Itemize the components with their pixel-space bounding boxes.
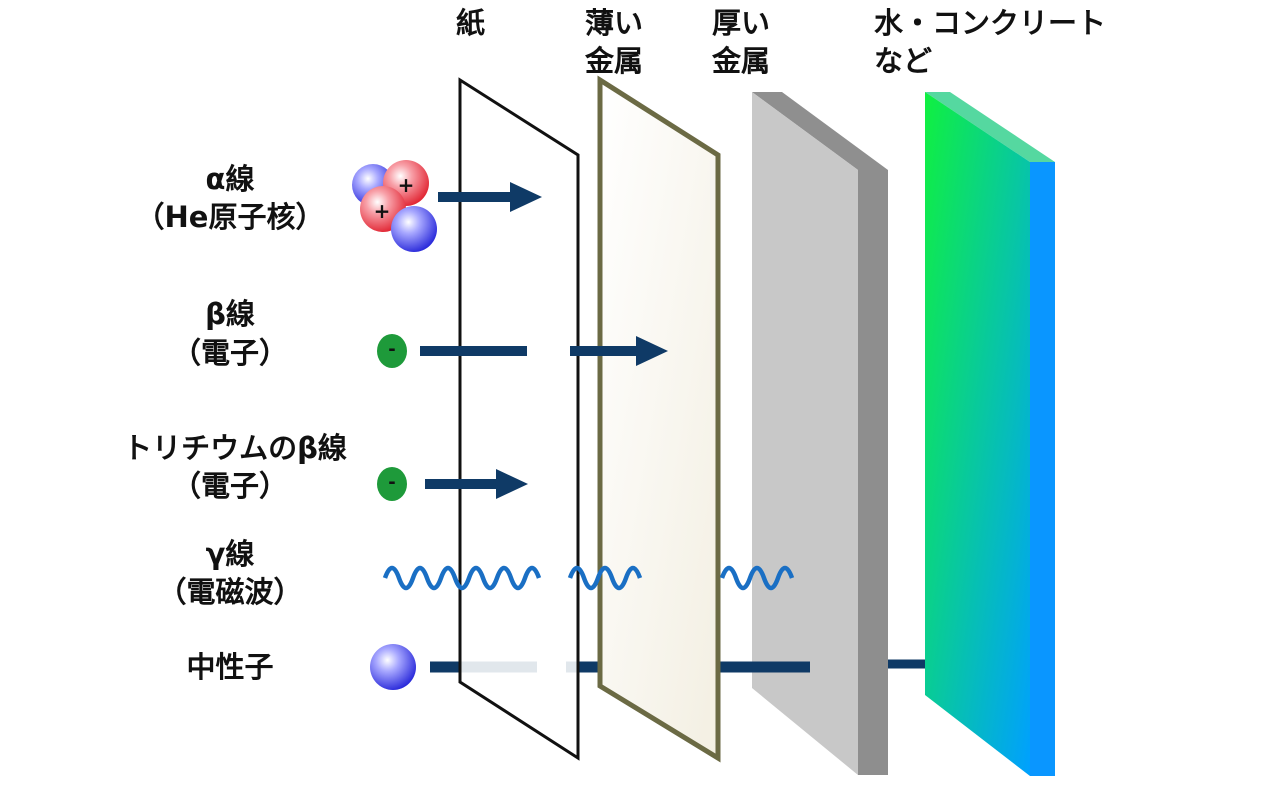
label-beta-line1: β線 xyxy=(205,297,255,331)
gamma-wave-segment xyxy=(567,565,643,591)
label-gamma-line2: （電磁波） xyxy=(157,575,303,609)
alpha-arrow xyxy=(438,182,542,212)
gamma-wave-segment xyxy=(719,565,795,591)
concrete-side-face xyxy=(1030,162,1055,776)
header-water-concrete-line1: 水・コンクリート xyxy=(874,6,1107,40)
header-thick-metal-line1: 厚い xyxy=(712,6,771,40)
label-gamma-line1: γ線 xyxy=(205,537,255,571)
label-tritium-beta-line1: トリチウムのβ線 xyxy=(123,431,347,465)
neutron-particle xyxy=(370,644,416,690)
proton-plus-sign: + xyxy=(398,173,415,197)
concrete-plate xyxy=(925,92,1055,776)
tritium-beta-arrow xyxy=(425,469,528,499)
electron-minus-sign: - xyxy=(388,339,395,360)
label-tritium-beta-line2: （電子） xyxy=(171,469,288,503)
concrete-top-face xyxy=(925,92,1055,162)
beta-arrow xyxy=(420,336,668,366)
label-alpha-line2: （He原子核） xyxy=(135,200,325,234)
thick-metal-top-face xyxy=(752,92,888,170)
neutron-ball xyxy=(391,206,437,252)
header-water-concrete-line2: など xyxy=(874,44,933,78)
tritium-electron: - xyxy=(377,467,407,501)
header-thin-metal-line2: 金属 xyxy=(585,44,644,78)
proton-plus-sign: + xyxy=(374,199,391,223)
thick-metal-plate xyxy=(752,92,888,775)
gamma-wave-segment xyxy=(382,565,542,591)
label-beta-line2: （電子） xyxy=(171,336,288,370)
gamma-waves xyxy=(382,565,795,591)
header-paper: 紙 xyxy=(456,6,486,40)
paper-plate xyxy=(458,77,580,761)
electron-minus-sign: - xyxy=(388,472,395,493)
header-thick-metal-line2: 金属 xyxy=(712,44,771,78)
thick-metal-side-face xyxy=(858,170,888,775)
header-thin-metal-line1: 薄い xyxy=(585,6,644,40)
label-neutron: 中性子 xyxy=(186,650,274,684)
thick-metal-front-face xyxy=(752,92,858,775)
label-alpha-line1: α線 xyxy=(205,162,255,196)
thin-metal-plate xyxy=(597,75,721,763)
beta-electron: - xyxy=(377,334,407,368)
concrete-front-face xyxy=(925,92,1030,776)
alpha-particle: + + xyxy=(352,160,437,252)
